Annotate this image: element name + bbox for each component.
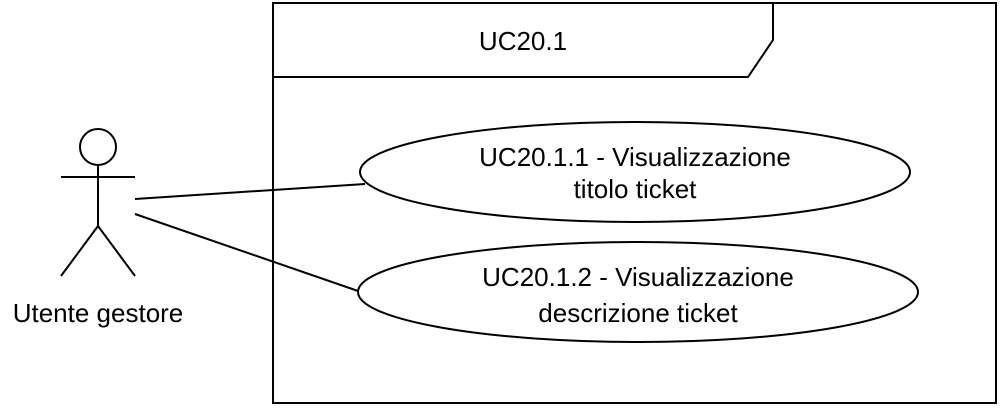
use-case-1: UC20.1.1 - Visualizzazione titolo ticket (359, 121, 911, 223)
actor-left-leg (60, 225, 99, 277)
use-case-1-label-line2: titolo ticket (574, 174, 698, 204)
use-case-2-ellipse (357, 241, 919, 343)
association-line-uc-2 (134, 213, 362, 293)
use-case-1-ellipse (359, 121, 911, 223)
use-case-2-label-line2: descrizione ticket (538, 298, 738, 328)
use-case-1-label-line1: UC20.1.1 - Visualizzazione (479, 142, 791, 172)
system-title-tab (273, 3, 774, 78)
system-title: UC20.1 (479, 26, 567, 56)
actor-right-leg (97, 225, 136, 277)
use-case-2-label-line1: UC20.1.2 - Visualizzazione (482, 262, 794, 292)
actor-head (79, 128, 117, 166)
actor-name: Utente gestore (13, 298, 184, 328)
actor-utente-gestore: Utente gestore (13, 128, 184, 328)
association-line-uc-1 (134, 183, 366, 200)
use-case-2: UC20.1.2 - Visualizzazione descrizione t… (357, 241, 919, 343)
